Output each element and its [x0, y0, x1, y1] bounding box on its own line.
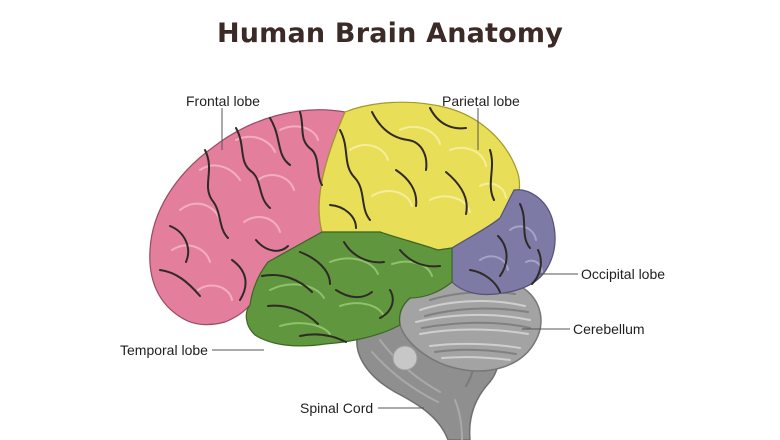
label-frontal-lobe: Frontal lobe — [186, 93, 260, 109]
label-spinal-cord: Spinal Cord — [300, 400, 373, 416]
label-cerebellum: Cerebellum — [573, 321, 645, 337]
temporal-lobe — [245, 231, 453, 347]
label-parietal-lobe: Parietal lobe — [442, 93, 520, 109]
page-title: Human Brain Anatomy — [216, 18, 564, 49]
label-occipital-lobe: Occipital lobe — [581, 266, 665, 282]
label-temporal-lobe: Temporal lobe — [120, 342, 208, 358]
pons-highlight — [392, 345, 418, 371]
